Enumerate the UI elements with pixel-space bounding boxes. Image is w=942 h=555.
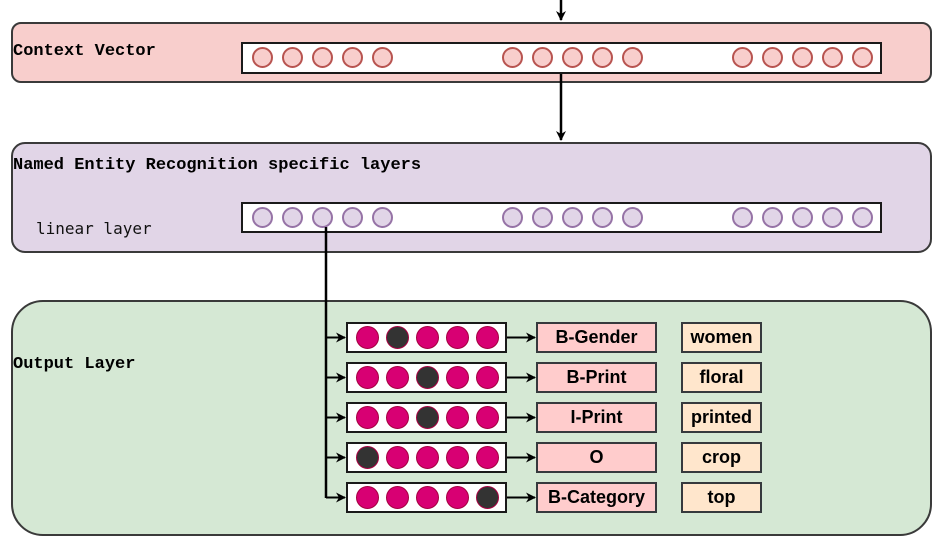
context-vector-title: Context Vector: [13, 42, 156, 61]
linear-layer-node: [372, 207, 393, 228]
context-vector-node: [312, 47, 333, 68]
output-node-active: [386, 326, 409, 349]
context-vector-node: [732, 47, 753, 68]
context-vector-node: [282, 47, 303, 68]
context-vector-node: [342, 47, 363, 68]
entity-tag-box: B-Category: [536, 482, 657, 513]
context-vector-node: [822, 47, 843, 68]
entity-tag-box: O: [536, 442, 657, 473]
context-vector-node: [762, 47, 783, 68]
output-node-active: [356, 446, 379, 469]
linear-layer-node: [822, 207, 843, 228]
linear-layer-node: [502, 207, 523, 228]
token-word-box: crop: [681, 442, 762, 473]
linear-layer-node: [592, 207, 613, 228]
context-vector-node: [622, 47, 643, 68]
linear-layer-node: [252, 207, 273, 228]
output-node: [386, 406, 409, 429]
token-word-box: printed: [681, 402, 762, 433]
context-vector-node: [252, 47, 273, 68]
output-node: [476, 406, 499, 429]
output-node: [356, 326, 379, 349]
linear-layer-bar: [241, 202, 882, 233]
context-vector-node: [372, 47, 393, 68]
output-layer-title: Output Layer: [13, 355, 136, 374]
output-node-active: [416, 366, 439, 389]
output-softmax-bar: [346, 322, 507, 353]
output-node: [446, 446, 469, 469]
output-softmax-bar: [346, 402, 507, 433]
token-word-box: women: [681, 322, 762, 353]
context-vector-node: [502, 47, 523, 68]
linear-layer-node: [732, 207, 753, 228]
output-node: [416, 446, 439, 469]
context-vector-node: [562, 47, 583, 68]
output-softmax-bar: [346, 482, 507, 513]
ner-layers-panel: [11, 142, 932, 253]
output-node: [446, 326, 469, 349]
ner-layers-title: Named Entity Recognition specific layers: [13, 156, 422, 175]
linear-layer-node: [762, 207, 783, 228]
context-vector-node: [852, 47, 873, 68]
linear-layer-node: [342, 207, 363, 228]
entity-tag-box: B-Gender: [536, 322, 657, 353]
linear-layer-node: [622, 207, 643, 228]
output-node: [476, 446, 499, 469]
entity-tag-box: I-Print: [536, 402, 657, 433]
context-vector-node: [532, 47, 553, 68]
output-node: [386, 366, 409, 389]
linear-layer-node: [562, 207, 583, 228]
output-node: [356, 486, 379, 509]
linear-layer-node: [852, 207, 873, 228]
output-node: [476, 366, 499, 389]
output-node-active: [416, 406, 439, 429]
output-softmax-bar: [346, 442, 507, 473]
token-word-box: floral: [681, 362, 762, 393]
linear-layer-node: [282, 207, 303, 228]
output-node: [476, 326, 499, 349]
output-node: [446, 366, 469, 389]
output-node: [386, 446, 409, 469]
output-node: [386, 486, 409, 509]
output-node: [446, 486, 469, 509]
context-vector-node: [592, 47, 613, 68]
output-node: [416, 326, 439, 349]
token-word-box: top: [681, 482, 762, 513]
output-node: [356, 366, 379, 389]
output-node-active: [476, 486, 499, 509]
output-node: [356, 406, 379, 429]
entity-tag-box: B-Print: [536, 362, 657, 393]
linear-layer-node: [312, 207, 333, 228]
output-node: [446, 406, 469, 429]
output-softmax-bar: [346, 362, 507, 393]
context-vector-node: [792, 47, 813, 68]
context-vector-bar: [241, 42, 882, 74]
output-node: [416, 486, 439, 509]
linear-layer-label: linear layer: [36, 219, 152, 238]
linear-layer-node: [792, 207, 813, 228]
linear-layer-node: [532, 207, 553, 228]
